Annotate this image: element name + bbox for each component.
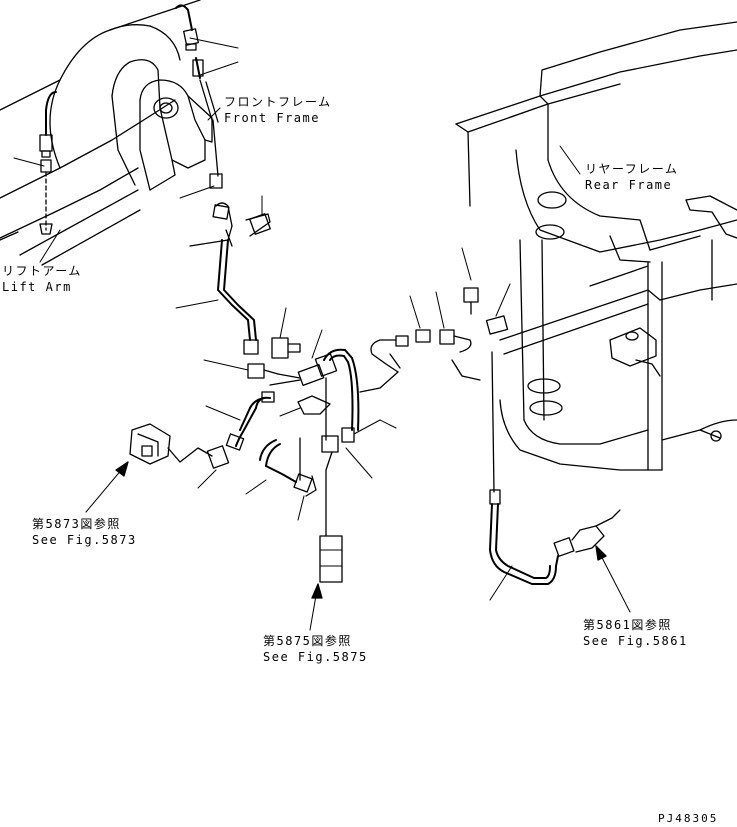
label-rear-frame-en: Rear Frame: [585, 178, 673, 192]
label-lift-arm-en: Lift Arm: [2, 280, 72, 294]
lift-arm-structure: [0, 0, 201, 266]
label-lift-arm: リフトアーム Lift Arm: [2, 263, 82, 295]
rear-frame-structure: [455, 21, 737, 471]
label-rear-frame: リヤーフレーム Rear Frame: [585, 161, 678, 193]
drawing-code: PJ48305: [658, 812, 719, 825]
valve-block-fig5875: [319, 435, 373, 583]
label-leaders: [39, 107, 581, 263]
front-frame-bracket: [111, 59, 213, 191]
lower-hose-pair: [245, 439, 317, 521]
label-fig5861-en: See Fig.5861: [583, 634, 688, 648]
valve-block-fig5873: [129, 423, 213, 465]
label-fig5861: 第5861図参照 See Fig.5861: [583, 617, 688, 649]
bolt-fitting-center: [271, 307, 301, 359]
lift-arm-hose: [13, 91, 57, 235]
label-fig5875: 第5875図参照 See Fig.5875: [263, 633, 368, 665]
rear-frame-pin-bracket: [609, 327, 661, 377]
label-front-frame-jp: フロントフレーム: [224, 95, 332, 109]
label-rear-frame-jp: リヤーフレーム: [585, 162, 679, 176]
label-lift-arm-jp: リフトアーム: [2, 264, 82, 278]
label-fig5873-en: See Fig.5873: [32, 533, 137, 547]
label-fig5873-jp: 第5873図参照: [32, 517, 121, 531]
clamp-and-tube-right: [279, 348, 397, 481]
upper-hose-assembly: [175, 4, 239, 199]
center-tube-assembly: [175, 195, 271, 355]
label-front-frame: フロントフレーム Front Frame: [224, 94, 332, 126]
label-fig5875-jp: 第5875図参照: [263, 634, 352, 648]
tee-fitting-group: [203, 329, 338, 386]
left-hose-loop: [197, 391, 275, 489]
rear-fittings: [359, 247, 511, 393]
reference-arrows: [85, 461, 631, 631]
label-front-frame-en: Front Frame: [224, 111, 320, 125]
long-tube-fig5861: [489, 351, 621, 601]
label-fig5873: 第5873図参照 See Fig.5873: [32, 516, 137, 548]
label-fig5861-jp: 第5861図参照: [583, 618, 672, 632]
label-fig5875-en: See Fig.5875: [263, 650, 368, 664]
